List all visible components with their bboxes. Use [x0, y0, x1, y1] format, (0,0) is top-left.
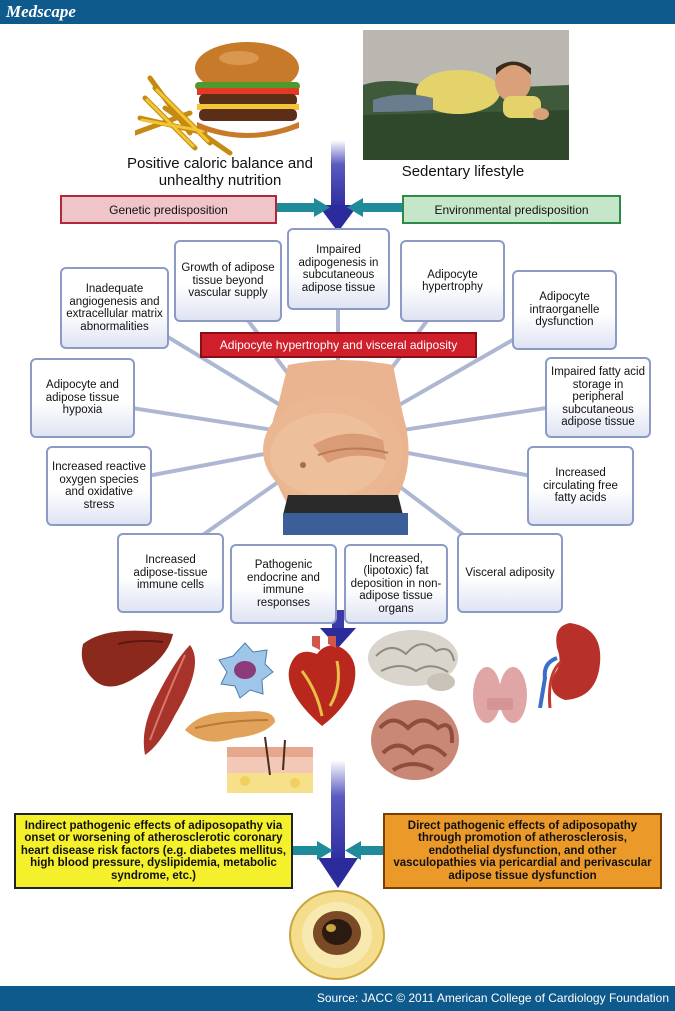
source-credit: Source: JACC © 2011 American College of …	[316, 991, 669, 1005]
sedentary-caption: Sedentary lifestyle	[401, 163, 525, 180]
header-bar: Medscape	[0, 0, 675, 24]
immune-cell-illustration	[218, 642, 274, 699]
factor-label: Growth of adipose tissue beyond vascular…	[181, 262, 275, 300]
factor-endocrine-immune: Pathogenic endocrine and immune response…	[230, 544, 337, 624]
factor-visceral-adiposity: Visceral adiposity	[457, 533, 563, 613]
sedentary-man-illustration	[363, 30, 569, 160]
factor-oxidative-stress: Increased reactive oxygen species and ox…	[46, 446, 152, 526]
factor-label: Pathogenic endocrine and immune response…	[247, 559, 320, 609]
factor-label: Increased, (lipotoxic) fat deposition in…	[350, 552, 442, 615]
direct-effects-label: Direct pathogenic effects of adiposopath…	[393, 819, 652, 882]
kidney-illustration	[538, 623, 601, 708]
factor-lipotoxic-fat: Increased, (lipotoxic) fat deposition in…	[344, 544, 448, 624]
factor-impaired-adipogenesis: Impaired adipogenesis in subcutaneous ad…	[287, 228, 390, 310]
pancreas-illustration	[185, 711, 275, 742]
factor-label: Impaired adipogenesis in subcutaneous ad…	[298, 244, 379, 294]
factor-label: Adipocyte hypertrophy	[422, 268, 483, 294]
indirect-effects-box: Indirect pathogenic effects of adiposopa…	[14, 813, 293, 889]
factor-label: Impaired fatty acid storage in periphera…	[551, 366, 645, 429]
footer-bar: Source: JACC © 2011 American College of …	[0, 986, 675, 1011]
direct-effects-box: Direct pathogenic effects of adiposopath…	[383, 813, 662, 889]
factor-label: Visceral adiposity	[465, 566, 555, 579]
factor-label: Adipocyte and adipose tissue hypoxia	[45, 379, 120, 417]
factor-label: Increased circulating free fatty acids	[543, 467, 618, 505]
muscle-illustration	[143, 645, 195, 755]
environmental-predisposition-label: Environmental predisposition	[434, 202, 589, 217]
thyroid-illustration	[473, 667, 527, 723]
central-label-box: Adipocyte hypertrophy and visceral adipo…	[200, 332, 477, 358]
factor-immune-cells: Increased adipose-tissue immune cells	[117, 533, 224, 613]
factor-free-fatty-acids: Increased circulating free fatty acids	[527, 446, 634, 526]
indirect-effects-label: Indirect pathogenic effects of adiposopa…	[20, 819, 287, 882]
liver-illustration	[81, 630, 173, 687]
burger-fries-illustration	[135, 42, 300, 156]
factor-hypoxia: Adipocyte and adipose tissue hypoxia	[30, 358, 135, 438]
brain-illustration	[368, 630, 458, 691]
heart-illustration	[288, 636, 356, 726]
factor-inadequate-angiogenesis: Inadequate angiogenesis and extracellula…	[60, 267, 169, 349]
factor-label: Adipocyte intraorganelle dysfunction	[529, 291, 600, 329]
factor-label: Inadequate angiogenesis and extracellula…	[66, 283, 163, 333]
artery-cross-section-illustration	[289, 890, 385, 980]
factor-label: Increased reactive oxygen species and ox…	[52, 461, 146, 511]
factor-intraorganelle-dysfunction: Adipocyte intraorganelle dysfunction	[512, 270, 617, 350]
brand-logo[interactable]: Medscape	[6, 2, 76, 21]
environmental-predisposition-box: Environmental predisposition	[402, 195, 621, 224]
skin-illustration	[227, 736, 313, 793]
intestine-illustration	[371, 700, 459, 780]
obese-belly-illustration	[263, 360, 409, 535]
nutrition-caption: Positive caloric balance and unhealthy n…	[127, 155, 313, 189]
genetic-predisposition-label: Genetic predisposition	[109, 202, 228, 217]
factor-adipocyte-hypertrophy: Adipocyte hypertrophy	[400, 240, 505, 322]
factor-label: Increased adipose-tissue immune cells	[133, 554, 208, 592]
central-label: Adipocyte hypertrophy and visceral adipo…	[219, 338, 458, 352]
factor-tissue-growth: Growth of adipose tissue beyond vascular…	[174, 240, 282, 322]
factor-impaired-fatty-acid-storage: Impaired fatty acid storage in periphera…	[545, 357, 651, 438]
genetic-predisposition-box: Genetic predisposition	[60, 195, 277, 224]
